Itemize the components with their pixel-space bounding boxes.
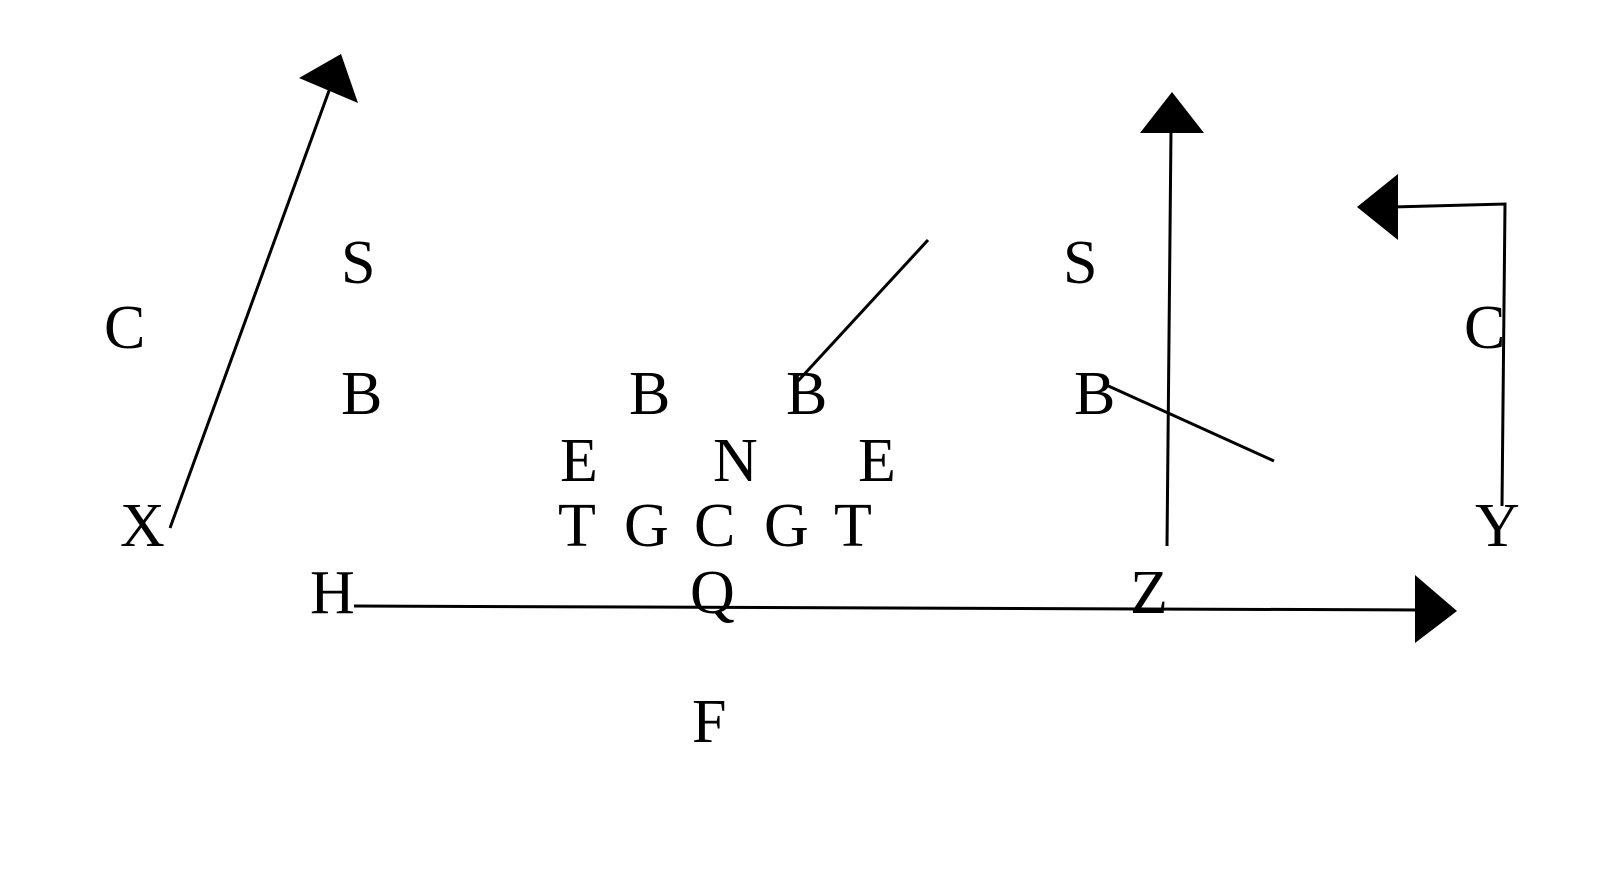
offense-fullback: F — [692, 688, 726, 756]
offense-quarterback: Q — [690, 559, 735, 627]
offense-guard-left: G — [624, 492, 669, 560]
offense-tackle-left: T — [558, 492, 596, 560]
defense-linebacker-3: B — [786, 360, 827, 428]
linebacker-drop-line — [1103, 382, 1275, 463]
x-route-arrowhead — [299, 54, 358, 103]
defense-linebacker-1: B — [341, 360, 382, 428]
y-route-line — [1393, 202, 1507, 507]
x-route-line — [168, 87, 332, 529]
offense-tackle-right: T — [834, 492, 872, 560]
linebacker-blitz-line — [796, 238, 930, 383]
defense-corner-right: C — [1464, 294, 1505, 362]
defense-linebacker-2: B — [629, 360, 670, 428]
y-route-arrowhead — [1357, 174, 1398, 240]
defense-nose: N — [713, 427, 758, 495]
defense-safety-left: S — [341, 229, 375, 297]
offense-receiver-z: Z — [1130, 559, 1168, 627]
h-route-line — [353, 604, 1421, 612]
defense-corner-left: C — [104, 294, 145, 362]
h-route-arrowhead — [1415, 575, 1457, 643]
offense-center: C — [694, 492, 735, 560]
offense-halfback: H — [310, 559, 355, 627]
z-route-line — [1165, 129, 1173, 547]
offense-receiver-y: Y — [1475, 492, 1520, 560]
defense-end-right: E — [858, 427, 896, 495]
offense-guard-right: G — [764, 492, 809, 560]
z-route-arrowhead — [1140, 92, 1204, 133]
defense-safety-right: S — [1063, 229, 1097, 297]
defense-linebacker-4: B — [1074, 360, 1115, 428]
offense-receiver-x: X — [120, 492, 165, 560]
defense-end-left: E — [560, 427, 598, 495]
